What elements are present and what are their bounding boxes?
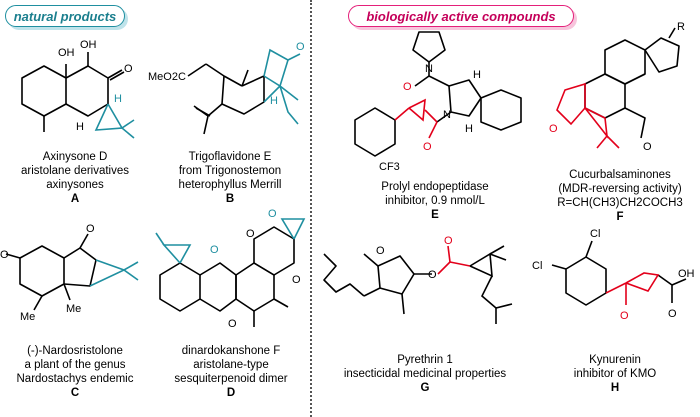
atom-h-e2: H [465, 123, 473, 135]
atom-oh-a1: OH [58, 47, 75, 59]
atom-h-e1: H [473, 69, 481, 81]
section-header-bioactive-compounds: biologically active compounds [348, 5, 574, 27]
structure-compound-g: O O O [323, 235, 513, 324]
atom-h-b: H [270, 95, 278, 107]
atom-o-h1: O [620, 310, 629, 322]
atom-h-a2: H [76, 121, 84, 133]
atom-o-d3: O [246, 228, 255, 240]
atom-o-e1: O [403, 81, 412, 93]
atom-o-d1: O [210, 244, 219, 256]
caption-compound-g: Pyrethrin 1 insecticidal medicinal prope… [343, 354, 507, 394]
structure-compound-h: Cl Cl O O OH [532, 228, 695, 322]
atom-me-c2: Me [20, 311, 35, 323]
atom-o-a: O [124, 63, 133, 75]
section-divider [310, 0, 312, 417]
atom-ester-b: MeO2C [148, 71, 186, 83]
structure-compound-d: O O O O O [155, 208, 306, 330]
atom-o-c2: O [86, 223, 95, 235]
atom-n-e1: N [425, 63, 433, 75]
caption-compound-e: Prolyl endopeptidase inhibitor, 0.9 nmol… [381, 181, 489, 221]
atom-o-d2: O [268, 208, 277, 220]
atom-n-e2: N [443, 109, 451, 121]
structure-compound-e: O O N N H H CF3 [354, 31, 522, 173]
section-header-natural-products: natural products [5, 5, 125, 27]
atom-o-d5: O [292, 274, 301, 286]
caption-compound-c: (-)-Nardosristolone a plant of the genus… [16, 345, 134, 399]
atom-o-g1: O [376, 245, 385, 257]
structure-compound-c: O O Me Me [0, 223, 139, 323]
atom-r-f: R [677, 21, 685, 33]
atom-o-g2: O [444, 235, 453, 247]
atom-o-f2: O [643, 141, 652, 153]
caption-compound-d: dinardokanshone F aristolane-type sesqui… [174, 345, 288, 399]
atom-o-g3: O [428, 269, 437, 281]
atom-o-c1: O [0, 249, 9, 261]
structure-compound-b: MeO2C O H [148, 41, 305, 135]
structure-compound-a: OH OH O H H [21, 39, 135, 139]
structure-compound-f: R O O [549, 21, 685, 153]
atom-o-f1: O [549, 123, 558, 135]
caption-compound-a: Axinysone D aristolane derivatives axiny… [20, 151, 130, 205]
caption-compound-b: Trigoflavidone E from Trigonostemon hete… [178, 151, 282, 205]
caption-compound-h: Kynurenin inhibitor of KMO H [573, 354, 657, 394]
atom-oh-h: OH [678, 268, 695, 280]
atom-o-b: O [296, 41, 305, 53]
atom-o-d4: O [228, 318, 237, 330]
atom-cf3-e: CF3 [379, 161, 400, 173]
atom-o-h2: O [668, 308, 677, 320]
atom-oh-a2: OH [80, 39, 97, 51]
atom-me-c1: Me [66, 303, 81, 315]
caption-compound-f: Cucurbalsaminones (MDR-reversing activit… [557, 169, 683, 223]
atom-cl-h2: Cl [532, 260, 542, 272]
atom-o-e2: O [423, 141, 432, 153]
atom-h-a1: H [114, 93, 122, 105]
atom-cl-h1: Cl [590, 228, 600, 240]
